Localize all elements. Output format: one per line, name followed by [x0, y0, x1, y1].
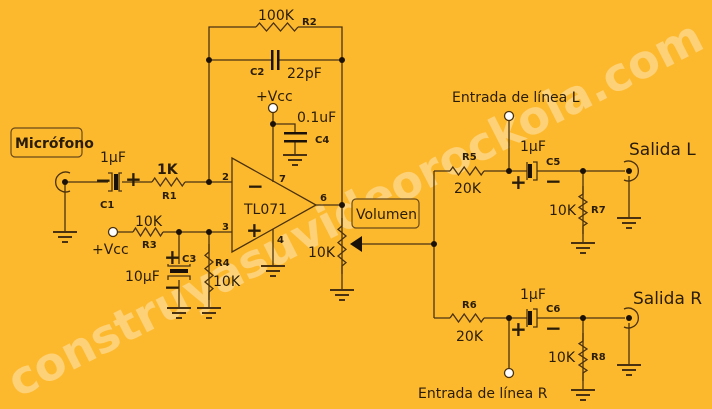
volume-label-box	[351, 198, 420, 229]
r4-value: 10K	[213, 274, 241, 290]
r7-name: R7	[591, 205, 606, 216]
c1-value: 1µF	[100, 150, 126, 166]
resistor-r4	[203, 244, 215, 300]
pin-4: 4	[277, 235, 284, 246]
c5-name: C5	[546, 157, 560, 168]
r5-name: R5	[462, 152, 477, 163]
c4-name: C4	[315, 135, 329, 146]
pin-3: 3	[222, 222, 229, 233]
c2-name: C2	[250, 67, 264, 78]
line-in-l-label: Entrada de línea L	[452, 90, 580, 106]
pin-7: 7	[279, 174, 286, 185]
opamp-inverting: −	[247, 174, 264, 198]
r4-name: R4	[215, 258, 230, 269]
c2-value: 22pF	[287, 66, 322, 82]
r5-value: 20K	[454, 181, 482, 197]
microphone-jack-icon[interactable]	[54, 171, 71, 193]
c6-plus: +	[510, 317, 527, 341]
output-l-jack-icon[interactable]	[623, 160, 640, 182]
ground-icon	[571, 242, 595, 254]
pin-6: 6	[320, 193, 327, 204]
c1-minus: −	[95, 168, 112, 192]
ground-icon	[617, 364, 641, 376]
opamp-noninverting: +	[246, 218, 263, 242]
vcc-label: +Vcc	[256, 89, 293, 105]
r3-name: R3	[142, 240, 157, 251]
resistor-r6	[449, 312, 485, 324]
c4-value: 0.1uF	[297, 110, 336, 126]
junction-dots	[176, 57, 586, 321]
output-r-jack-icon[interactable]	[623, 307, 640, 329]
volume-label: Volumen	[356, 207, 417, 223]
resistor-r1	[151, 176, 186, 188]
wiper-arrow-icon	[350, 236, 362, 252]
ground-icon	[283, 154, 307, 166]
wires	[64, 26, 630, 390]
resistor-r8	[577, 333, 589, 381]
r8-value: 10K	[548, 350, 576, 366]
r1-name: R1	[162, 191, 177, 202]
pot-value: 10K	[308, 245, 336, 261]
r3-value: 10K	[135, 214, 163, 230]
capacitor-c5	[526, 161, 538, 181]
c6-minus: −	[545, 316, 562, 340]
c3-minus: −	[164, 275, 181, 299]
ground-icon	[197, 307, 221, 319]
output-r-label: Salida R	[633, 289, 702, 309]
r7-value: 10K	[549, 203, 577, 219]
resistor-r5	[449, 165, 485, 177]
resistor-r2	[255, 22, 299, 32]
r1-value: 1K	[157, 162, 179, 178]
line-in-r-label: Entrada de línea R	[418, 386, 548, 402]
r2-name: R2	[302, 17, 317, 28]
opamp-label: TL071	[243, 202, 287, 218]
c5-plus: +	[510, 170, 527, 194]
c3-plus: +	[164, 245, 181, 269]
c3-value: 10µF	[125, 269, 160, 285]
resistor-r3	[132, 226, 164, 238]
microphone-label: Micrófono	[15, 136, 94, 152]
c1-plus: +	[125, 167, 142, 191]
ground-icon	[330, 289, 354, 301]
capacitor-c4	[284, 132, 307, 143]
ground-icon	[53, 231, 77, 243]
c3-name: C3	[182, 254, 196, 265]
ground-icon	[571, 389, 595, 401]
output-l-label: Salida L	[629, 140, 696, 160]
potentiometer-volume[interactable]	[336, 218, 348, 274]
opamp-tl071	[231, 156, 318, 254]
capacitor-c2	[271, 50, 280, 70]
r6-name: R6	[462, 300, 477, 311]
c5-minus: −	[545, 169, 562, 193]
capacitor-c1	[108, 172, 122, 192]
r2-value: 100K	[258, 8, 295, 24]
line-in-r-terminal[interactable]	[503, 367, 515, 379]
ground-icon	[261, 265, 285, 277]
vcc-terminal-opamp[interactable]	[267, 102, 279, 114]
vcc-terminal-bias[interactable]	[107, 226, 119, 238]
c1-name: C1	[100, 200, 114, 211]
capacitor-c6	[526, 308, 538, 328]
r6-value: 20K	[456, 329, 484, 345]
vcc-label-2: +Vcc	[92, 242, 129, 258]
capacitor-c3	[167, 264, 191, 280]
ground-icon	[167, 307, 191, 319]
microphone-label-box	[10, 127, 83, 158]
c5-value: 1µF	[520, 139, 546, 155]
pin-2: 2	[222, 172, 229, 183]
resistor-r7	[577, 186, 589, 234]
line-in-l-terminal[interactable]	[503, 110, 515, 122]
r8-name: R8	[591, 352, 606, 363]
ground-icon	[617, 217, 641, 229]
c6-value: 1µF	[520, 287, 546, 303]
c6-name: C6	[546, 304, 560, 315]
